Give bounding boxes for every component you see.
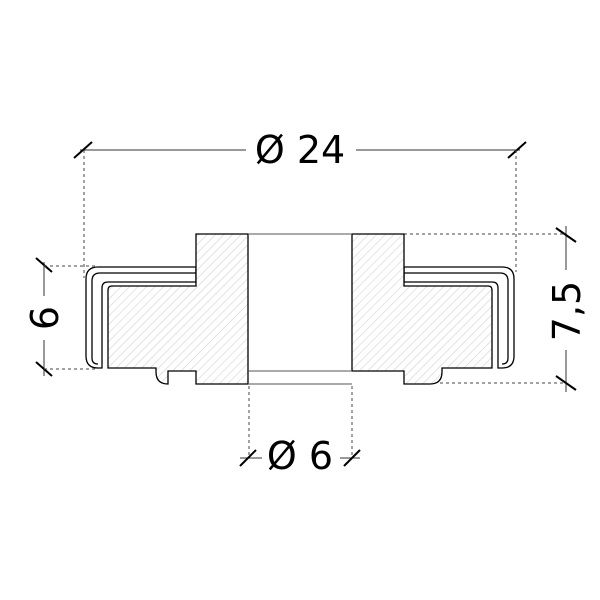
right-height-tick-bottom xyxy=(555,375,577,391)
right-height-label-bg xyxy=(546,270,586,350)
outer-diameter-label: Ø 24 xyxy=(255,128,345,172)
bore-diameter-label-bg xyxy=(262,434,340,474)
right-height-label: 7,5 xyxy=(545,281,589,341)
left-height-dimension: 6 xyxy=(23,257,96,377)
right-shell xyxy=(403,266,515,369)
outer-diameter-dimension: Ø 24 xyxy=(73,128,527,278)
bore-diameter-label: Ø 6 xyxy=(267,434,333,478)
left-height-label-bg xyxy=(26,296,62,340)
outer-diameter-tick-right xyxy=(507,141,527,159)
outer-diameter-tick-left xyxy=(73,141,93,159)
right-height-dimension: 7,5 xyxy=(404,226,589,392)
right-body xyxy=(351,233,493,385)
part-section xyxy=(85,233,515,385)
bore-diameter-tick-left xyxy=(239,449,257,467)
left-body xyxy=(107,233,249,385)
left-shell-inner-edge xyxy=(91,272,196,365)
left-shell xyxy=(85,266,197,369)
bore-diameter-tick-right xyxy=(343,449,361,467)
outer-diameter-label-bg xyxy=(246,128,356,168)
bore-diameter-dimension: Ø 6 xyxy=(239,386,361,478)
left-height-tick-top xyxy=(35,257,53,273)
right-height-tick-top xyxy=(555,227,577,243)
left-height-label: 6 xyxy=(23,306,67,330)
right-shell-inner-edge xyxy=(404,272,509,365)
